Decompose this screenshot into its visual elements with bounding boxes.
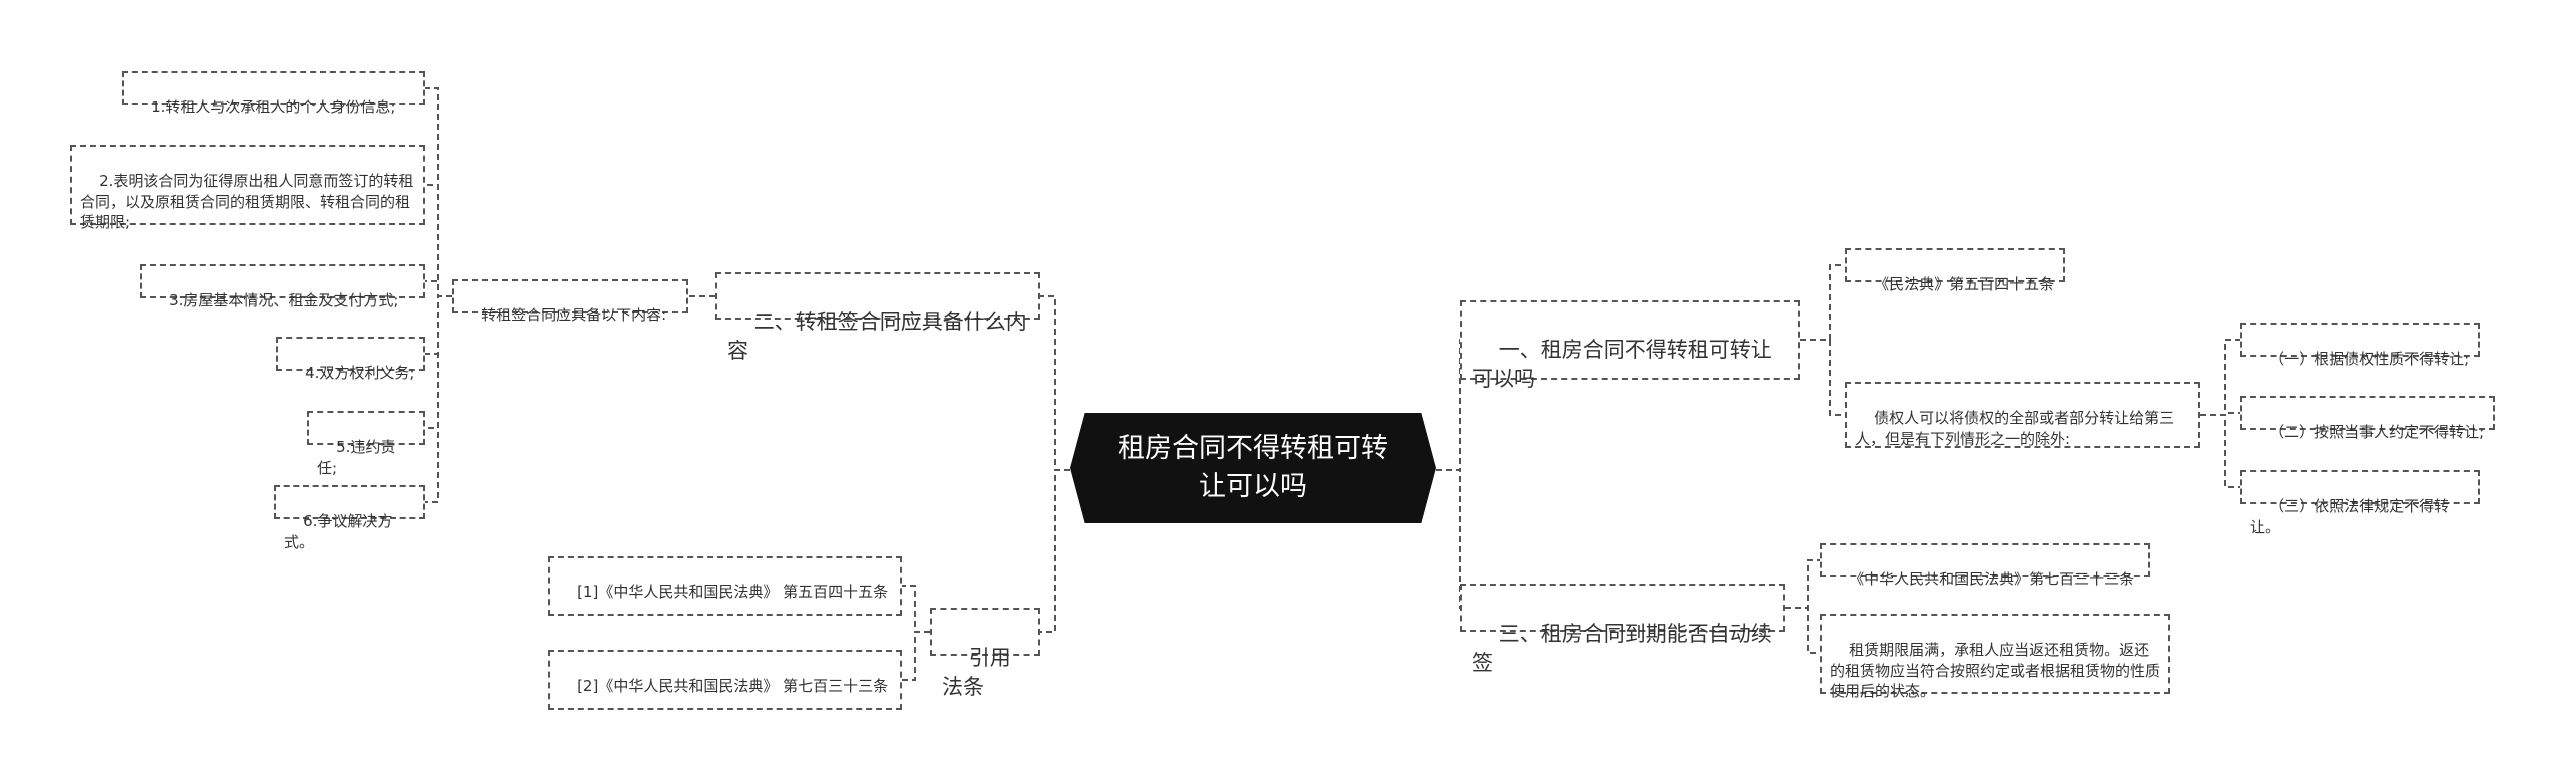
branch-2-leaf-3[interactable]: 3.房屋基本情况、租金及支付方式; — [140, 264, 425, 309]
leaf-label: （一）根据债权性质不得转让; — [2269, 350, 2470, 369]
branch-2-leaf-2[interactable]: 2.表明该合同为征得原出租人同意而签订的转租合同，以及原租赁合同的租赁期限、转租… — [70, 145, 425, 231]
branch-2-leaf-4[interactable]: 4.双方权利义务; — [276, 337, 425, 382]
connector — [425, 295, 452, 503]
leaf-label: 1.转租人与次承租人的个人身份信息; — [151, 98, 396, 117]
branch-4-label: 引用法条 — [942, 646, 1011, 699]
root-topic[interactable]: 租房合同不得转租可转让可以吗 — [1070, 413, 1436, 523]
leaf-label: 3.房屋基本情况、租金及支付方式; — [169, 291, 399, 310]
branch-3-label: 三、租房合同到期能否自动续签 — [1472, 622, 1772, 675]
branch-3-leaf-1[interactable]: 《中华人民共和国民法典》第七百三十三条 — [1820, 543, 2150, 588]
leaf-label: 6.争议解决方式。 — [284, 512, 393, 551]
connector — [2200, 339, 2240, 416]
leaf-label: 5.违约责任; — [317, 438, 396, 477]
branch-2-label: 二、转租签合同应具备什么内容 — [727, 310, 1027, 363]
leaf-label: （三）依照法律规定不得转让。 — [2250, 497, 2450, 536]
connector — [1785, 607, 1820, 654]
branch-1-leaf-1[interactable]: 《民法典》第五百四十五条 — [1845, 248, 2065, 293]
leaf-label: （二）按照当事人约定不得转让; — [2269, 423, 2485, 442]
branch-1[interactable]: 一、租房合同不得转租可转让可以吗 — [1460, 300, 1800, 391]
connector — [1040, 295, 1070, 471]
leaf-label: 债权人可以将债权的全部或者部分转让给第三人，但是有下列情形之一的除外: — [1855, 409, 2175, 448]
branch-3-leaf-2[interactable]: 租赁期限届满，承租人应当返还租赁物。返还的租赁物应当符合按照约定或者根据租赁物的… — [1820, 614, 2170, 700]
connector — [902, 631, 930, 681]
branch-4[interactable]: 引用法条 — [930, 608, 1040, 699]
connector — [1800, 264, 1845, 341]
connector — [2200, 414, 2240, 488]
branch-1-sub-leaf-2[interactable]: （二）按照当事人约定不得转让; — [2240, 396, 2495, 441]
branch-1-label: 一、租房合同不得转租可转让可以吗 — [1472, 338, 1772, 391]
connector — [425, 280, 452, 297]
branch-2-leaf-6[interactable]: 6.争议解决方式。 — [274, 485, 425, 551]
branch-4-leaf-2[interactable]: [2]《中华人民共和国民法典》 第七百三十三条 — [548, 650, 902, 710]
connector — [1040, 469, 1070, 633]
leaf-label: [2]《中华人民共和国民法典》 第七百三十三条 — [577, 677, 889, 696]
connector — [1785, 559, 1820, 609]
leaf-label: 租赁期限届满，承租人应当返还租赁物。返还的租赁物应当符合按照约定或者根据租赁物的… — [1830, 641, 2161, 700]
branch-2-leaf-1[interactable]: 1.转租人与次承租人的个人身份信息; — [122, 71, 425, 116]
branch-1-leaf-2[interactable]: 债权人可以将债权的全部或者部分转让给第三人，但是有下列情形之一的除外: — [1845, 382, 2200, 448]
root-topic-label: 租房合同不得转租可转让可以吗 — [1118, 433, 1388, 502]
leaf-label: 转租签合同应具备以下内容: — [481, 306, 667, 325]
branch-4-leaf-1[interactable]: [1]《中华人民共和国民法典》 第五百四十五条 — [548, 556, 902, 616]
leaf-label: 2.表明该合同为征得原出租人同意而签订的转租合同，以及原租赁合同的租赁期限、转租… — [80, 172, 414, 231]
leaf-label: 《中华人民共和国民法典》第七百三十三条 — [1849, 570, 2135, 589]
branch-3[interactable]: 三、租房合同到期能否自动续签 — [1460, 584, 1785, 675]
leaf-label: [1]《中华人民共和国民法典》 第五百四十五条 — [577, 583, 889, 602]
connector — [902, 585, 930, 633]
branch-2-sub[interactable]: 转租签合同应具备以下内容: — [452, 279, 688, 324]
connector — [425, 184, 452, 297]
branch-1-sub-leaf-1[interactable]: （一）根据债权性质不得转让; — [2240, 323, 2480, 368]
branch-2[interactable]: 二、转租签合同应具备什么内容 — [715, 272, 1040, 363]
branch-1-sub-leaf-3[interactable]: （三）依照法律规定不得转让。 — [2240, 470, 2480, 536]
leaf-label: 4.双方权利义务; — [305, 364, 415, 383]
leaf-label: 《民法典》第五百四十五条 — [1874, 275, 2055, 294]
connector — [1800, 339, 1845, 416]
branch-2-leaf-5[interactable]: 5.违约责任; — [307, 411, 425, 477]
